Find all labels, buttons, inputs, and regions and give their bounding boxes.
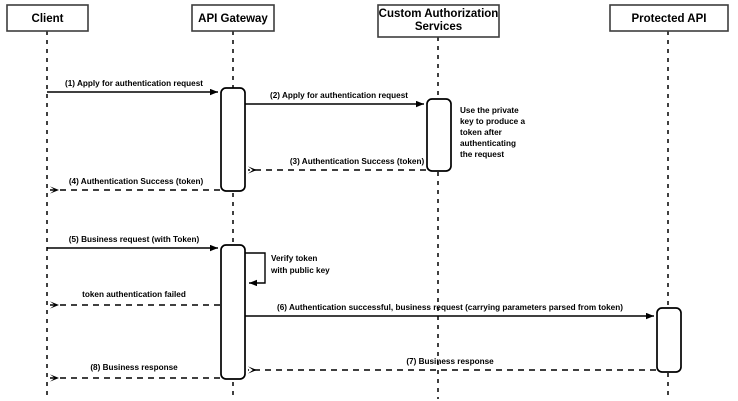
message-5-label: (5) Business request (with Token) [69,235,200,244]
participant-client[interactable]: Client [6,4,89,32]
activation-protected-api[interactable] [656,307,682,373]
participant-custom-authorization-services[interactable]: Custom Authorization Services [377,4,500,38]
message-7-label: (7) Business response [406,357,494,366]
message-4-label: (4) Authentication Success (token) [69,177,204,186]
message-2[interactable]: (2) Apply for authentication request [245,91,424,108]
note-private-key: Use the private key to produce a token a… [460,106,526,159]
message-1-label: (1) Apply for authentication request [65,79,203,88]
note-private-key-line1: Use the private [460,106,519,115]
participant-protected-api[interactable]: Protected API [609,4,729,32]
participant-label-api-gateway: API Gateway [198,13,268,25]
participant-label-custom-authorization-services-line1: Custom Authorization [379,8,499,20]
message-self-verify-token-label-line2: with public key [270,266,330,275]
participant-label-client: Client [32,13,64,25]
participant-api-gateway[interactable]: API Gateway [191,4,275,32]
message-self-verify-token-label-line1: Verify token [271,254,317,263]
message-3[interactable]: (3) Authentication Success (token) [248,157,426,174]
message-8-label: (8) Business response [90,363,178,372]
activation-gateway-business[interactable] [220,244,246,380]
note-private-key-line4: authenticating [460,139,516,148]
participant-label-custom-authorization-services-line2: Services [415,21,462,33]
message-self-verify-token[interactable]: Verify token with public key [245,252,330,287]
message-1[interactable]: (1) Apply for authentication request [47,79,218,96]
message-5[interactable]: (5) Business request (with Token) [47,235,218,252]
message-token-authentication-failed-label: token authentication failed [82,290,186,299]
message-token-authentication-failed[interactable]: token authentication failed [50,290,220,309]
note-private-key-line2: key to produce a [460,117,526,126]
message-6-label: (6) Authentication successful, business … [277,303,623,312]
participant-label-protected-api: Protected API [632,13,707,25]
message-8[interactable]: (8) Business response [50,363,220,382]
note-private-key-line3: token after [460,128,503,137]
activation-gateway-auth[interactable] [220,87,246,192]
note-private-key-line5: the request [460,150,504,159]
message-3-label: (3) Authentication Success (token) [290,157,425,166]
message-7[interactable]: (7) Business response [248,357,656,374]
message-4[interactable]: (4) Authentication Success (token) [50,177,220,194]
message-6[interactable]: (6) Authentication successful, business … [245,303,654,320]
message-2-label: (2) Apply for authentication request [270,91,408,100]
activation-auth-service[interactable] [426,98,452,172]
